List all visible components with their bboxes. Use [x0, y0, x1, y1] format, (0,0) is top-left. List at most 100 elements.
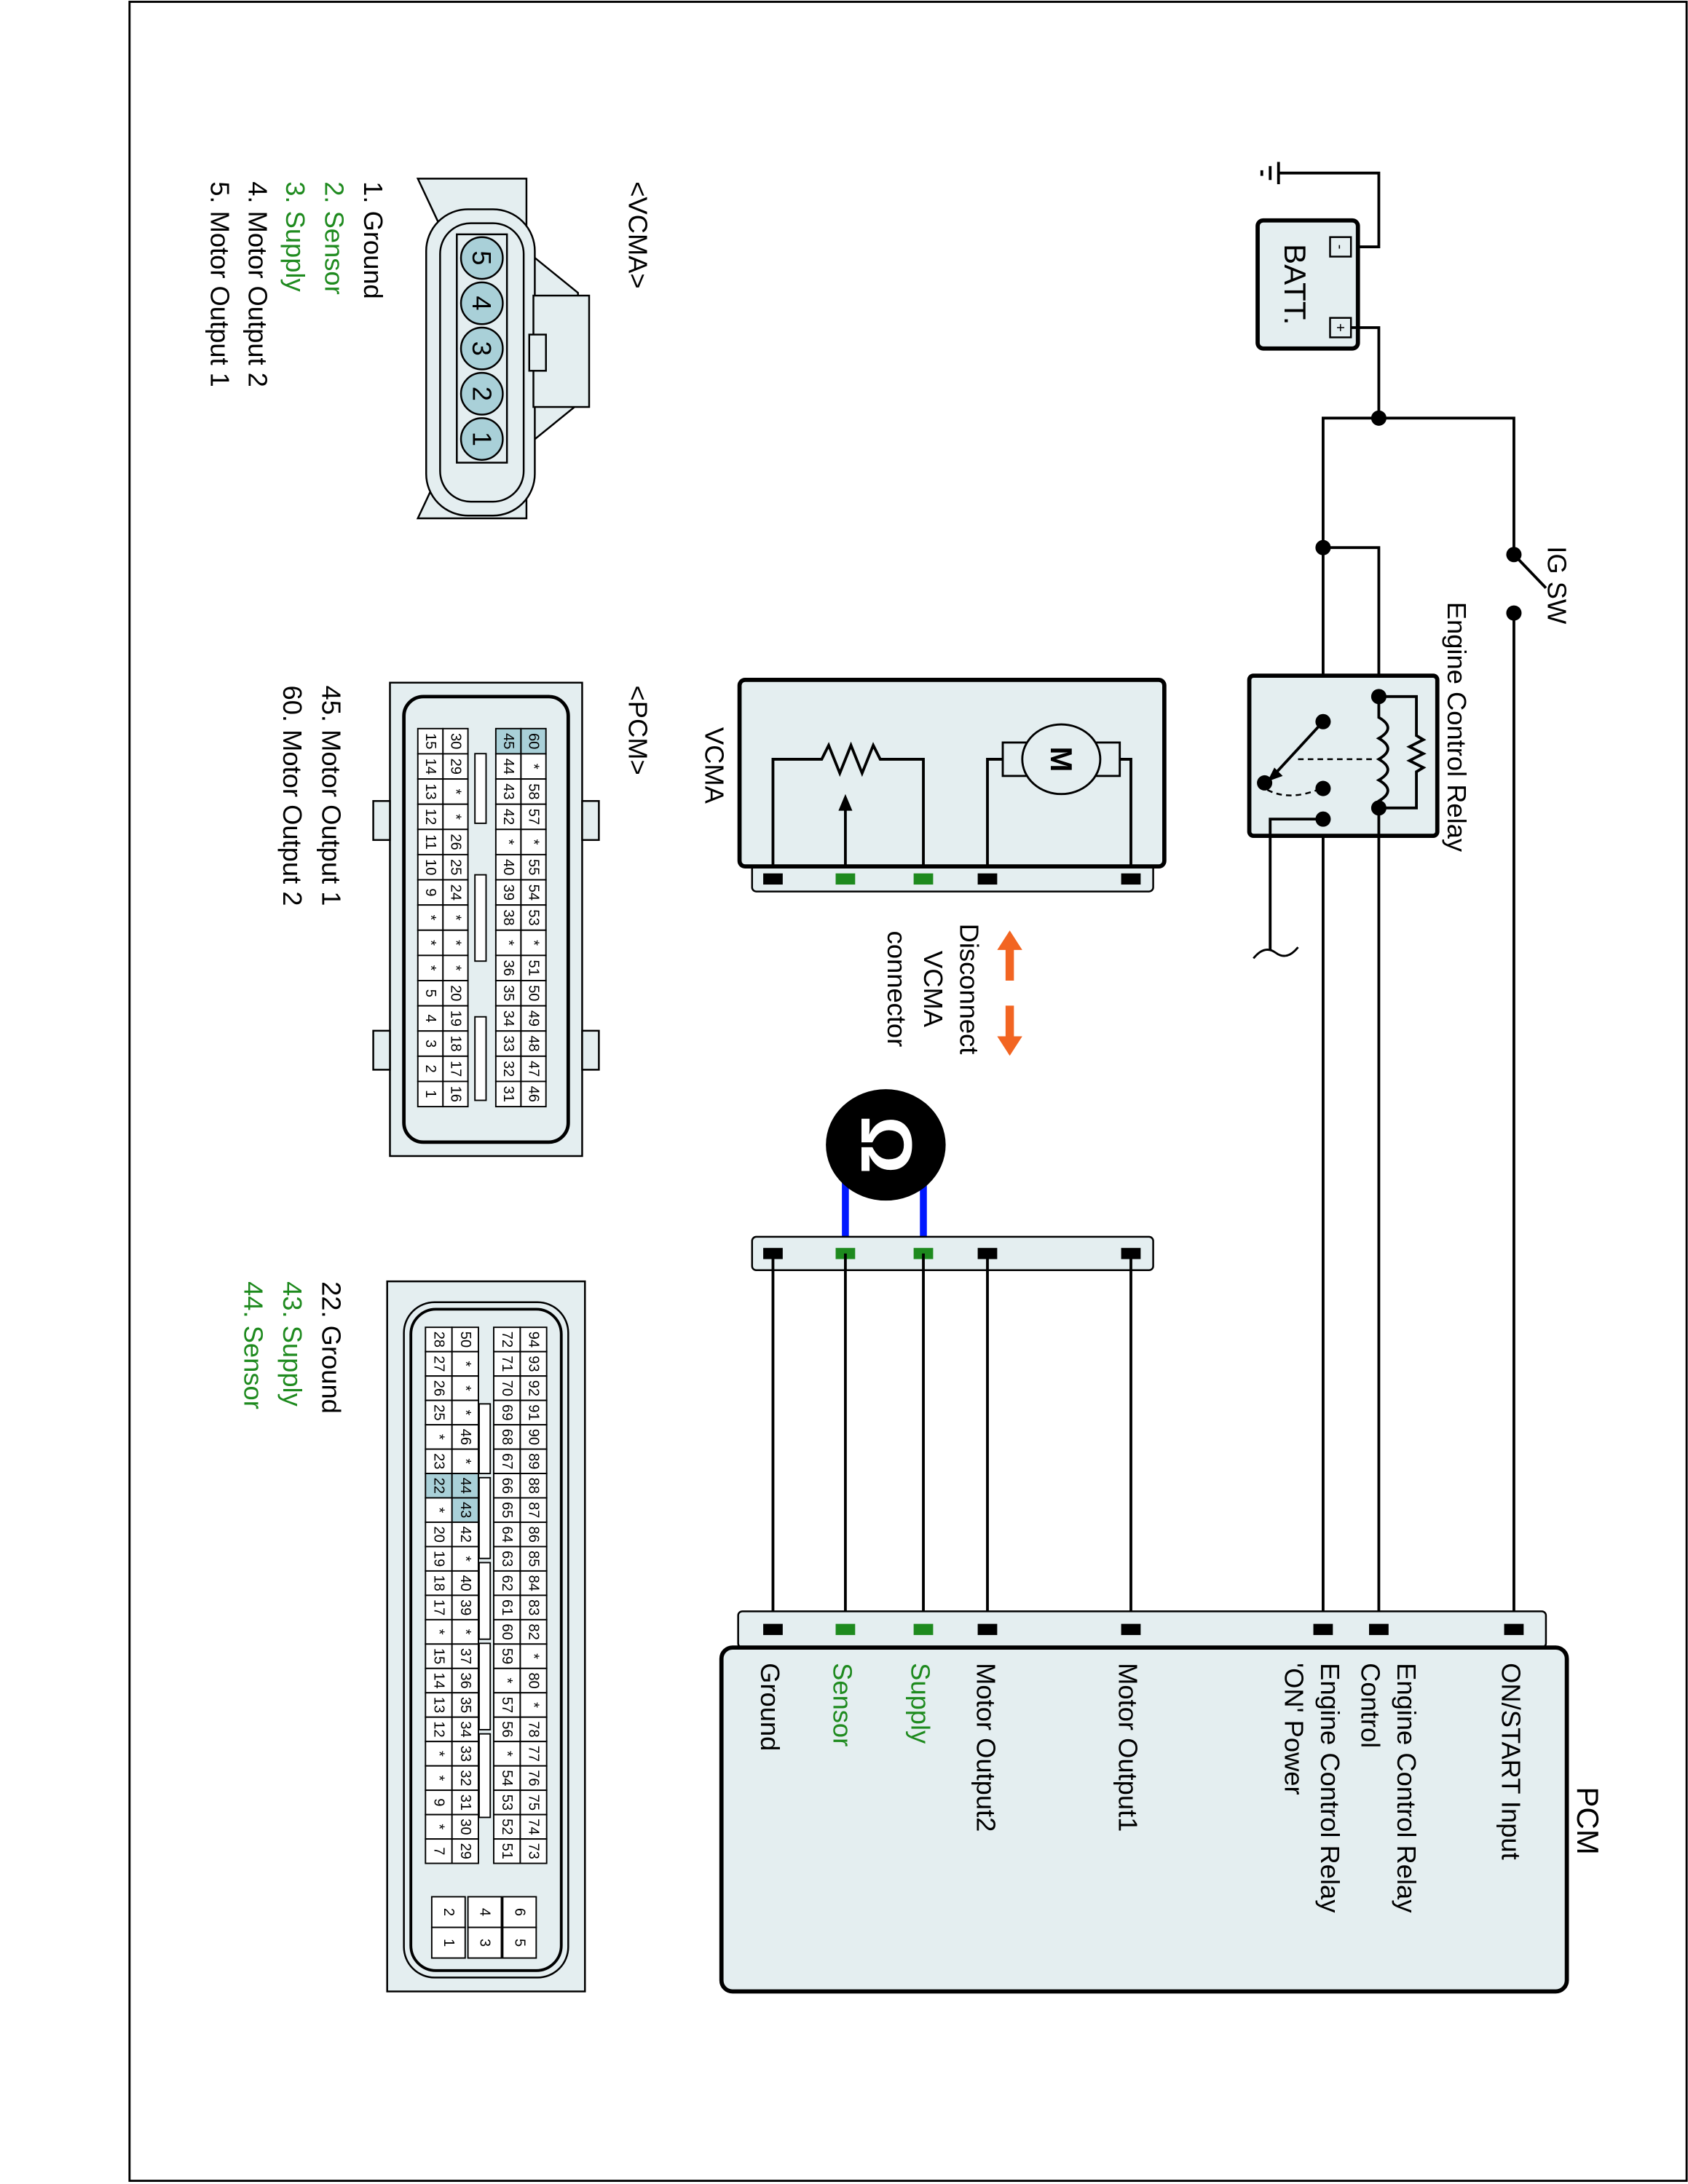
pcm-component — [719, 1645, 1569, 1994]
pin-cell — [417, 1055, 444, 1083]
legend-item: 43. Supply — [277, 1281, 307, 1407]
pin-number: 15 — [422, 733, 438, 749]
legend-item: 44. Sensor — [239, 1281, 269, 1409]
pin-cell — [425, 1789, 453, 1816]
instruction-line-1: Disconnect — [955, 924, 985, 1055]
pin-number: 4 — [477, 1908, 493, 1916]
pin-cell — [425, 1497, 453, 1523]
vcma-pin-number: 1 — [467, 432, 497, 446]
vcma-pin-number: 2 — [467, 387, 497, 401]
pin-cell — [493, 1399, 521, 1426]
pin-number: * — [422, 965, 438, 971]
pcm-terminal — [977, 1623, 998, 1635]
pin-number: * — [526, 839, 542, 845]
pin-cell — [417, 828, 444, 855]
pin-cell — [494, 753, 522, 780]
vcma-terminal — [763, 873, 783, 885]
pin-number: 18 — [430, 1575, 446, 1591]
pin-number: 84 — [526, 1575, 542, 1591]
pin-number: 30 — [457, 1819, 473, 1835]
pin-cell — [442, 1080, 469, 1108]
pin-number: * — [457, 1629, 473, 1635]
pin-number: 72 — [499, 1332, 515, 1348]
pin-cell — [425, 1765, 453, 1792]
pin-label-relay-control: Engine Control Relay — [1392, 1663, 1421, 1913]
pin-number: 31 — [457, 1795, 473, 1811]
highlighted-pin-cell — [494, 727, 522, 755]
page-frame — [128, 1, 1688, 2183]
pin-number: 9 — [430, 1798, 446, 1806]
pin-number: 17 — [430, 1599, 446, 1615]
pin-cell — [502, 1896, 537, 1928]
pin-number: 58 — [526, 783, 542, 799]
pin-cell — [442, 904, 469, 931]
pin-number: 18 — [447, 1035, 463, 1051]
pin-number: 77 — [526, 1746, 542, 1762]
pin-cell — [430, 1926, 466, 1959]
ig-switch: IG SW — [1506, 546, 1572, 1630]
vcma-component: M VCMA — [700, 678, 1167, 893]
pin-number: 5 — [422, 989, 438, 997]
pin-number: 51 — [526, 960, 542, 976]
pin-number: * — [500, 940, 516, 946]
pin-cell — [451, 1667, 479, 1694]
pin-cell — [451, 1326, 479, 1353]
pin-number: 71 — [499, 1356, 515, 1372]
pin-number: 3 — [477, 1939, 493, 1947]
pin-number: 50 — [457, 1332, 473, 1348]
pin-label-supply: Supply — [906, 1663, 936, 1744]
pin-number: 68 — [499, 1429, 515, 1445]
battery-positive-wire — [1351, 326, 1381, 419]
pin-number: 36 — [457, 1672, 473, 1688]
pin-cell — [493, 1838, 521, 1864]
pin-cell — [520, 954, 547, 981]
pin-number: 30 — [447, 733, 463, 749]
pin-number: * — [500, 839, 516, 845]
pin-number: 37 — [457, 1648, 473, 1664]
pin-cell — [520, 1055, 547, 1083]
double-arrow-icon — [997, 930, 1022, 1056]
pin-number: 90 — [526, 1429, 542, 1445]
pin-number: * — [447, 915, 463, 921]
pin-number: 52 — [499, 1819, 515, 1835]
pin-number: 39 — [500, 885, 516, 901]
vcma-pin — [460, 281, 504, 325]
ground-symbol-icon — [1260, 162, 1280, 185]
pin-number: 32 — [457, 1770, 473, 1786]
pin-cell — [417, 1005, 444, 1032]
pin-number: 56 — [499, 1721, 515, 1737]
pin-number: 39 — [457, 1599, 473, 1615]
pin-number: * — [526, 1702, 542, 1708]
pin-cell — [520, 980, 547, 1007]
pin-number: 11 — [422, 834, 438, 850]
pin-number: * — [430, 1629, 446, 1635]
pin-number: 50 — [526, 985, 542, 1001]
pin-cell — [451, 1765, 479, 1792]
pin-number: 34 — [500, 1010, 516, 1026]
pin-number: 42 — [500, 809, 516, 825]
pin-number: 12 — [422, 809, 438, 825]
ground-wire — [1278, 171, 1381, 248]
pin-number: * — [447, 940, 463, 946]
pin-cell — [494, 929, 522, 957]
pin-cell — [417, 853, 444, 881]
vcma-pin — [460, 326, 504, 371]
pin-number: 34 — [457, 1721, 473, 1737]
pin-number: 19 — [447, 1010, 463, 1026]
legend-item: 2. Sensor — [320, 181, 350, 294]
battery: BATT. - + — [1255, 218, 1360, 351]
pin-cell — [451, 1741, 479, 1767]
pin-number: 87 — [526, 1502, 542, 1518]
pin-cell — [502, 1926, 537, 1959]
pin-number: 57 — [526, 809, 542, 825]
pin-cell — [494, 1005, 522, 1032]
pin-number: * — [447, 788, 463, 794]
legend-item: 3. Supply — [280, 181, 310, 292]
pin-number: 91 — [526, 1404, 542, 1420]
pin-number: 40 — [500, 859, 516, 875]
pin-number: 54 — [499, 1770, 515, 1786]
pin-number: 63 — [499, 1551, 515, 1567]
pin-cell — [519, 1789, 548, 1816]
ig-switch-label: IG SW — [1542, 546, 1572, 625]
pcm-terminal — [1504, 1623, 1524, 1635]
